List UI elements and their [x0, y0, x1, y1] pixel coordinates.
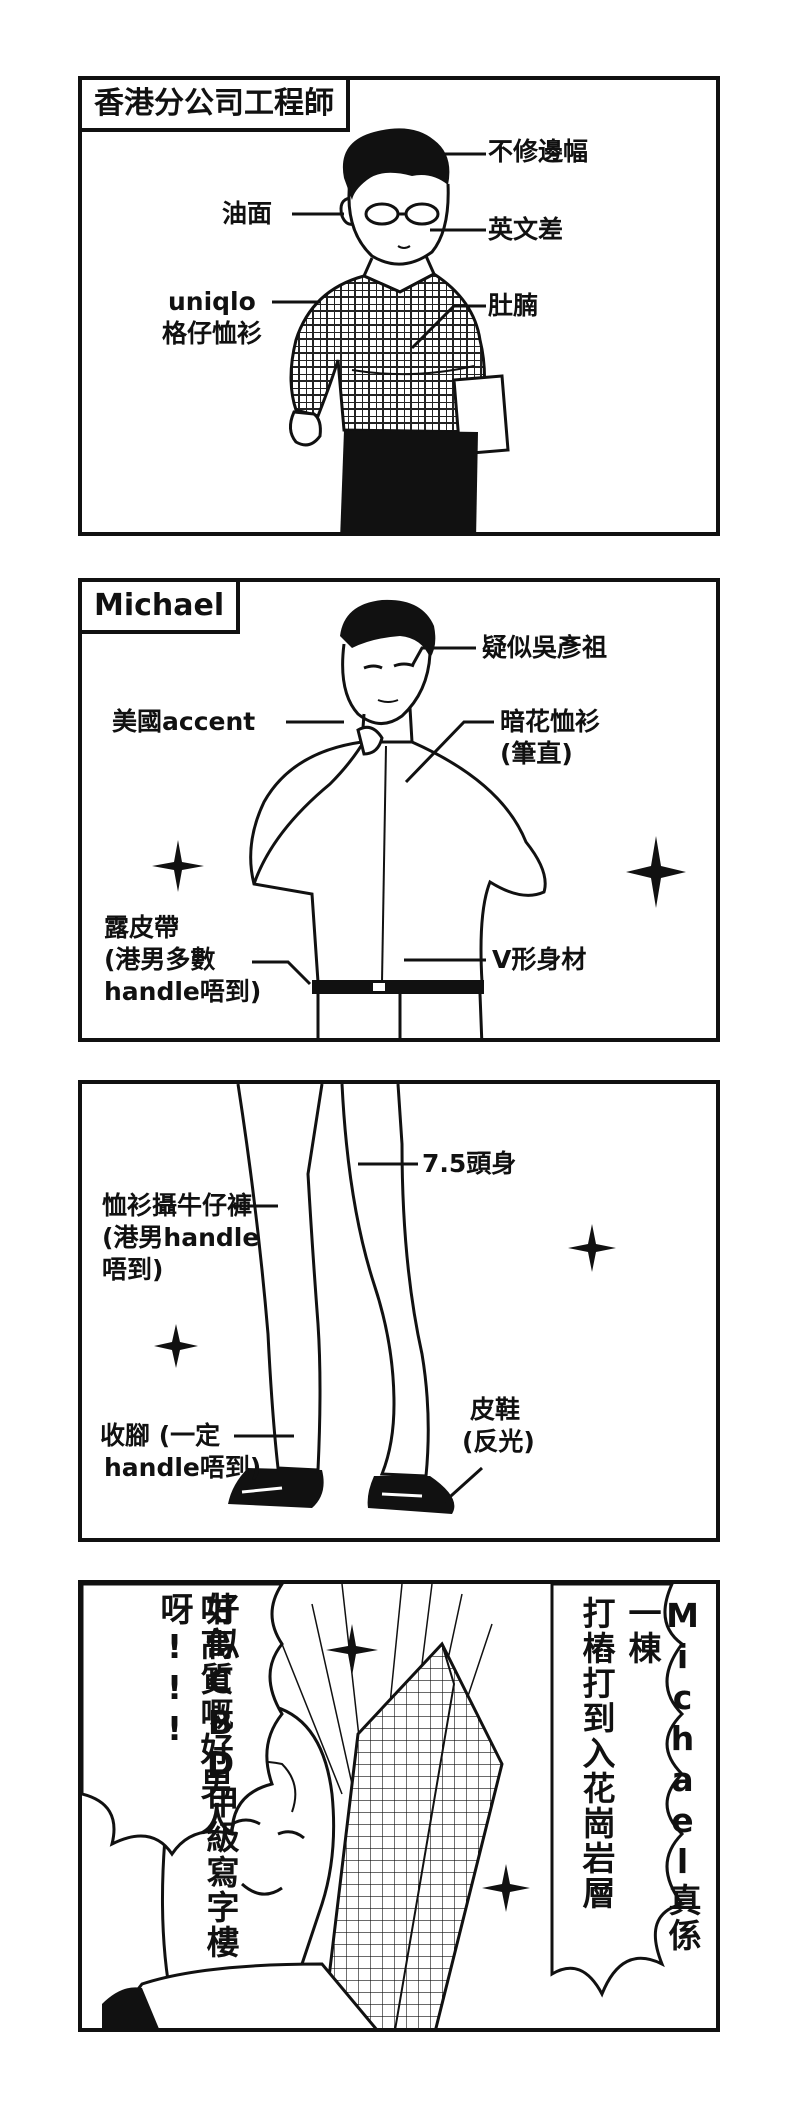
- label-tuck-note-2: 唔到): [102, 1255, 164, 1284]
- panel-4-right-text-1: Michael真係一棟: [623, 1596, 702, 1953]
- label-belt-note-2: handle唔到): [104, 977, 262, 1006]
- label-unkempt: 不修邊幅: [488, 137, 589, 166]
- label-accent: 美國accent: [112, 707, 256, 736]
- label-shoes: 皮鞋: [470, 1395, 521, 1424]
- michael-illustration: [152, 599, 686, 1038]
- engineer-illustration: [272, 128, 510, 532]
- label-plaid-shirt: 格仔恤衫: [162, 319, 263, 348]
- label-bad-english: 英文差: [488, 215, 564, 244]
- label-cuffs-2: handle唔到): [104, 1453, 262, 1482]
- label-v-shape: V形身材: [492, 945, 587, 974]
- label-greasy-face: 油面: [222, 199, 273, 228]
- panel-4-left-text-2: 咁高質嘅好男人呀!!!: [155, 1592, 234, 1837]
- comic-panel-4: Michael真係一棟 打樁打到入花崗岩層 好似CBD甲級寫字樓 咁高質嘅好男人…: [78, 1580, 720, 2032]
- panel-4-right-text-2: 打樁打到入花崗岩層: [577, 1596, 616, 1911]
- comic-panel-3: 7.5頭身 恤衫攝牛仔褲 (港男handle 唔到) 收腳 (一定 handle…: [78, 1080, 720, 1542]
- label-looks-like: 疑似吳彥祖: [482, 633, 608, 662]
- label-tuck-note-1: (港男handle: [102, 1223, 260, 1252]
- label-belt-note-1: (港男多數: [104, 945, 216, 974]
- comic-panel-2: Michael 疑似吳彥祖 美國accent 暗花恤衫 (筆直) 露皮帶 (港男…: [78, 578, 720, 1042]
- comic-panel-1: 香港分公司工程師 不修邊幅 油面 英文差 uniqlo 格仔恤衫 肚腩: [78, 76, 720, 536]
- label-cuffs-1: 收腳 (一定: [100, 1421, 221, 1450]
- label-shirt: 暗花恤衫: [500, 707, 601, 736]
- label-belt: 露皮帶: [104, 913, 180, 942]
- building-woman-illustration: [82, 1584, 685, 2028]
- panel-1-title: 香港分公司工程師: [82, 80, 350, 132]
- label-belly: 肚腩: [488, 291, 539, 320]
- label-tuck: 恤衫攝牛仔褲: [102, 1191, 253, 1220]
- label-shirt-note: (筆直): [500, 739, 573, 768]
- panel-2-title: Michael: [82, 582, 241, 634]
- label-uniqlo: uniqlo: [168, 287, 256, 316]
- label-shoes-note: (反光): [462, 1427, 535, 1456]
- label-heads: 7.5頭身: [422, 1149, 517, 1178]
- sparkle-icons: [152, 836, 686, 908]
- legs-illustration: [154, 1084, 616, 1514]
- panel-4-left-text-1: 好似CBD甲級寫字樓: [201, 1592, 240, 1960]
